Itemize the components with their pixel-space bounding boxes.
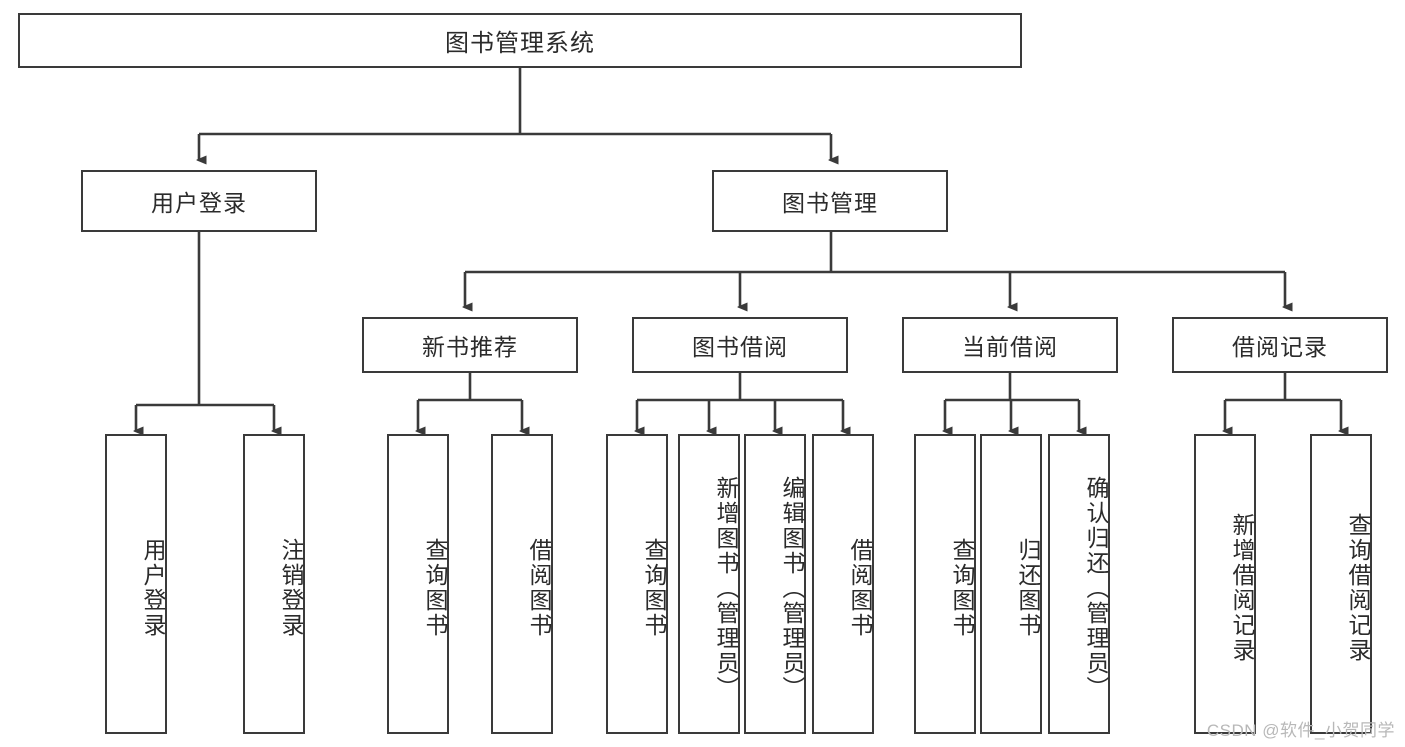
leaf-new-books-query[interactable]: 查询图书 (387, 434, 449, 734)
leaf-current-confirm-return-admin[interactable]: 确认归还（管理员） (1048, 434, 1110, 734)
leaf-records-add-record[interactable]: 新增借阅记录 (1194, 434, 1256, 734)
leaf-new-books-borrow[interactable]: 借阅图书 (491, 434, 553, 734)
leaf-current-return-book[interactable]: 归还图书 (980, 434, 1042, 734)
leaf-borrow-edit-book-admin[interactable]: 编辑图书（管理员） (744, 434, 806, 734)
leaf-borrow-borrow-book[interactable]: 借阅图书 (812, 434, 874, 734)
watermark-text: CSDN @软件_小贺同学 (1206, 721, 1395, 740)
node-root-system[interactable]: 图书管理系统 (18, 13, 1022, 68)
leaf-borrow-add-book-admin[interactable]: 新增图书（管理员） (678, 434, 740, 734)
leaf-user-login-signout[interactable]: 注销登录 (243, 434, 305, 734)
node-new-book-recommend[interactable]: 新书推荐 (362, 317, 578, 373)
leaf-user-login-signin[interactable]: 用户登录 (105, 434, 167, 734)
node-book-management[interactable]: 图书管理 (712, 170, 948, 232)
node-borrow-records[interactable]: 借阅记录 (1172, 317, 1388, 373)
node-current-borrow[interactable]: 当前借阅 (902, 317, 1118, 373)
leaf-borrow-query-book[interactable]: 查询图书 (606, 434, 668, 734)
node-book-borrow[interactable]: 图书借阅 (632, 317, 848, 373)
leaf-records-query-record[interactable]: 查询借阅记录 (1310, 434, 1372, 734)
leaf-current-query-book[interactable]: 查询图书 (914, 434, 976, 734)
node-user-login[interactable]: 用户登录 (81, 170, 317, 232)
